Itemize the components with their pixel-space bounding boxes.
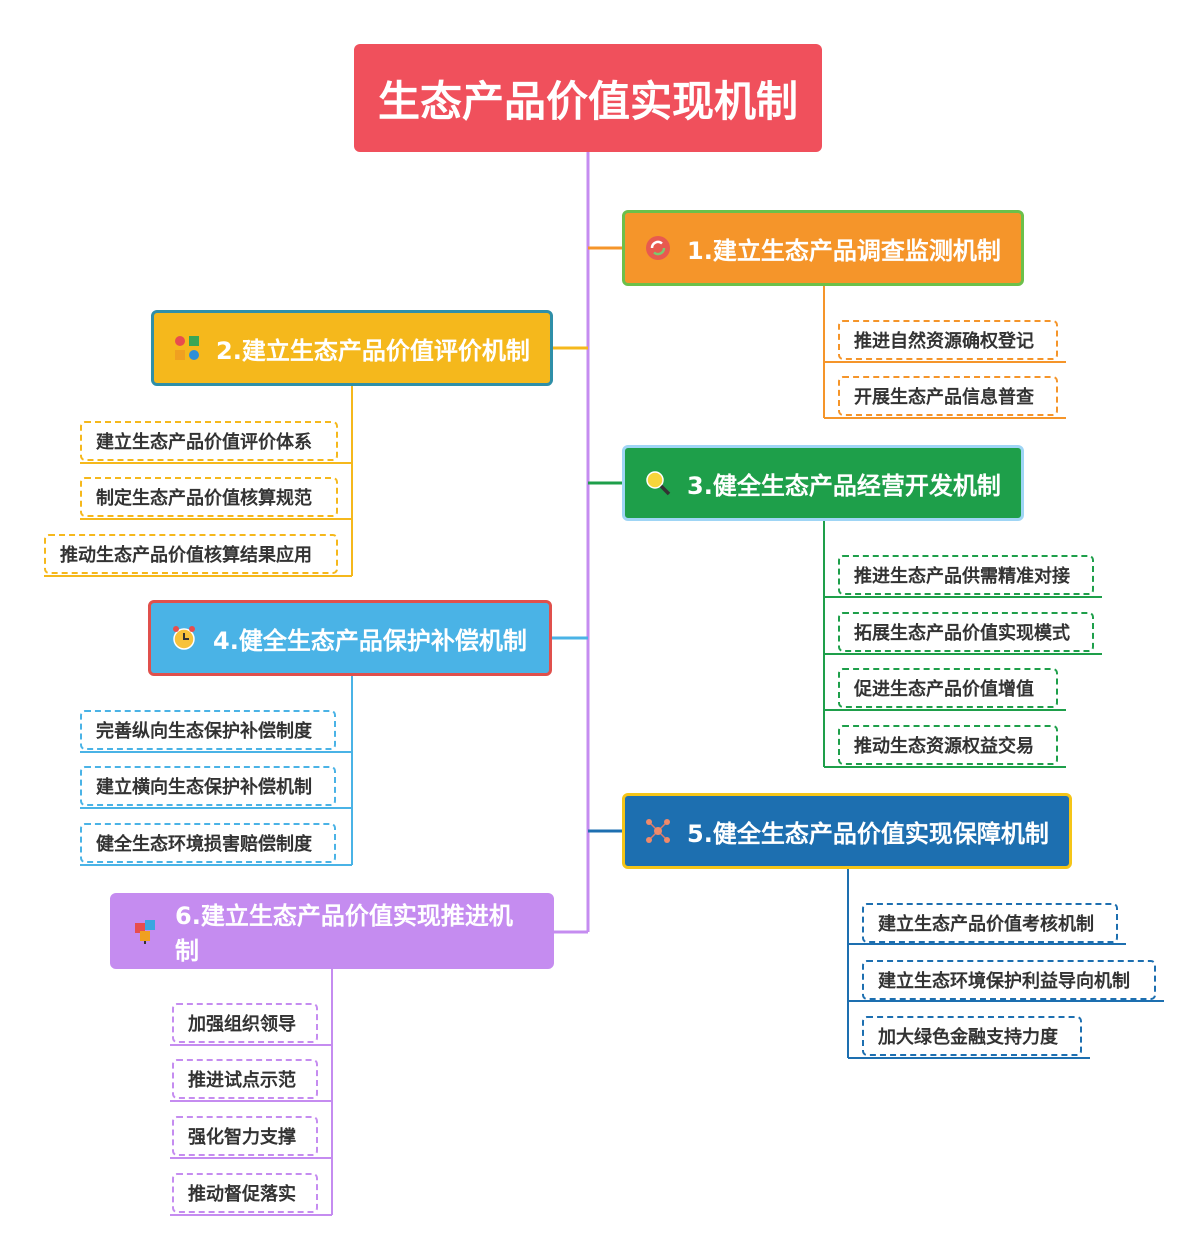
leaf-2-3[interactable]: 推动生态产品价值核算结果应用 bbox=[44, 534, 338, 574]
leaf-4-1[interactable]: 完善纵向生态保护补偿制度 bbox=[80, 710, 336, 750]
leaf-2-2[interactable]: 制定生态产品价值核算规范 bbox=[80, 477, 338, 517]
magnifier-icon bbox=[643, 468, 673, 498]
leaf-3-1[interactable]: 推进生态产品供需精准对接 bbox=[838, 555, 1094, 595]
leaf-6-3[interactable]: 强化智力支撑 bbox=[172, 1116, 318, 1156]
branch-2[interactable]: 2.建立生态产品价值评价机制 bbox=[151, 310, 553, 386]
branch-5-label: 5.健全生态产品价值实现保障机制 bbox=[687, 819, 1049, 848]
branch-6-label: 6.建立生态产品价值实现推进机制 bbox=[175, 902, 513, 965]
leaf-6-1[interactable]: 加强组织领导 bbox=[172, 1003, 318, 1043]
leaf-5-1[interactable]: 建立生态产品价值考核机制 bbox=[862, 903, 1118, 943]
leaf-5-3[interactable]: 加大绿色金融支持力度 bbox=[862, 1016, 1082, 1056]
branch-5[interactable]: 5.健全生态产品价值实现保障机制 bbox=[622, 793, 1072, 869]
leaf-6-4[interactable]: 推动督促落实 bbox=[172, 1173, 318, 1213]
leaf-4-2[interactable]: 建立横向生态保护补偿机制 bbox=[80, 766, 336, 806]
branch-4[interactable]: 4.健全生态产品保护补偿机制 bbox=[148, 600, 552, 676]
leaf-1-1[interactable]: 推进自然资源确权登记 bbox=[838, 320, 1058, 360]
branch-6[interactable]: 6.建立生态产品价值实现推进机制 bbox=[110, 893, 554, 969]
grid-shapes-icon bbox=[172, 333, 202, 363]
leaf-5-2[interactable]: 建立生态环境保护利益导向机制 bbox=[862, 960, 1156, 1000]
branch-3[interactable]: 3.健全生态产品经营开发机制 bbox=[622, 445, 1024, 521]
leaf-3-3[interactable]: 促进生态产品价值增值 bbox=[838, 668, 1058, 708]
clock-icon bbox=[169, 623, 199, 653]
branch-1[interactable]: 1.建立生态产品调查监测机制 bbox=[622, 210, 1024, 286]
leaf-3-2[interactable]: 拓展生态产品价值实现模式 bbox=[838, 612, 1094, 652]
leaf-2-1[interactable]: 建立生态产品价值评价体系 bbox=[80, 421, 338, 461]
leaf-3-4[interactable]: 推动生态资源权益交易 bbox=[838, 725, 1058, 765]
leaf-1-2[interactable]: 开展生态产品信息普查 bbox=[838, 376, 1058, 416]
branch-2-label: 2.建立生态产品价值评价机制 bbox=[216, 336, 530, 365]
network-icon bbox=[643, 816, 673, 846]
branch-3-label: 3.健全生态产品经营开发机制 bbox=[687, 471, 1001, 500]
leaf-6-2[interactable]: 推进试点示范 bbox=[172, 1059, 318, 1099]
refresh-icon bbox=[643, 233, 673, 263]
cubes-icon bbox=[131, 916, 161, 946]
leaf-4-3[interactable]: 健全生态环境损害赔偿制度 bbox=[80, 823, 336, 863]
branch-4-label: 4.健全生态产品保护补偿机制 bbox=[213, 626, 527, 655]
branch-1-label: 1.建立生态产品调查监测机制 bbox=[687, 236, 1001, 265]
root-topic[interactable]: 生态产品价值实现机制 bbox=[354, 44, 822, 152]
